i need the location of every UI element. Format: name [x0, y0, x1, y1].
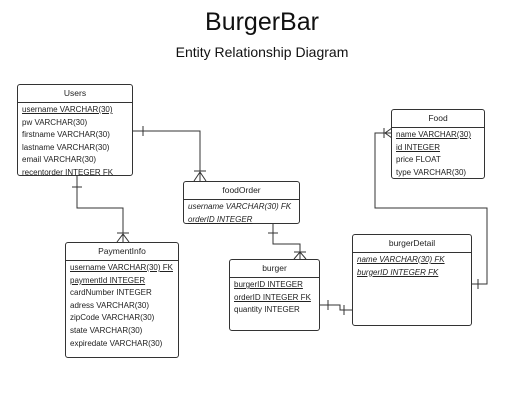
attribute-paymentinfo-expiredate: expiredate VARCHAR(30)	[70, 338, 163, 348]
attribute-food-type: type VARCHAR(30)	[396, 167, 467, 177]
attribute-users-firstname: firstname VARCHAR(30)	[22, 130, 110, 140]
connector-burger-burgerdetail	[320, 304, 353, 311]
connector-users-payment	[76, 176, 124, 242]
connector-food-burgerdetail	[374, 132, 488, 285]
entity-burgerdetail[interactable]: burgerDetail name VARCHAR(30) FK burgerI…	[352, 234, 472, 326]
diagram-subtitle: Entity Relationship Diagram	[175, 44, 349, 60]
entity-users[interactable]: Users username VARCHAR(30) pw VARCHAR(30…	[17, 84, 133, 177]
connector-food-burgerdetail-many-mark	[383, 127, 393, 139]
attribute-food-id: id INTEGER	[396, 142, 441, 152]
attribute-paymentinfo-cardnumber: cardNumber INTEGER	[70, 288, 152, 298]
attribute-burgerdetail-burgerid: burgerID INTEGER FK	[357, 267, 439, 277]
attribute-paymentinfo-paymentid: paymentId INTEGER	[70, 275, 146, 285]
connector-foodorder-burger-many-mark	[293, 251, 307, 260]
attribute-users-username: username VARCHAR(30)	[22, 105, 113, 114]
attribute-users-lastname: lastname VARCHAR(30)	[22, 142, 110, 152]
attribute-paymentinfo-zipcode: zipCode VARCHAR(30)	[70, 313, 155, 323]
attribute-paymentinfo-state: state VARCHAR(30)	[70, 325, 143, 335]
connector-users-foodorder	[133, 130, 201, 181]
entity-burger-name: burger	[230, 260, 319, 278]
entity-food-name: Food	[392, 110, 484, 128]
attribute-burger-burgerid: burgerID INTEGER	[234, 280, 303, 289]
entity-burgerdetail-name: burgerDetail	[353, 235, 471, 253]
attribute-users-pw: pw VARCHAR(30)	[22, 117, 88, 127]
attribute-paymentinfo-adress: adress VARCHAR(30)	[70, 300, 149, 310]
attribute-food-name: name VARCHAR(30)	[396, 130, 471, 139]
diagram-title: BurgerBar	[205, 8, 319, 36]
entity-food[interactable]: Food name VARCHAR(30) id INTEGER price F…	[391, 109, 485, 179]
attribute-users-email: email VARCHAR(30)	[22, 155, 97, 165]
connector-users-payment-many-mark	[116, 232, 130, 243]
connector-foodorder-burger	[272, 224, 301, 259]
entity-paymentinfo[interactable]: PaymentInfo username VARCHAR(30) FK paym…	[65, 242, 179, 358]
attribute-foodorder-orderid: orderID INTEGER	[188, 214, 253, 224]
attribute-food-price: price FLOAT	[396, 155, 441, 165]
entity-users-name: Users	[18, 85, 132, 103]
entity-paymentinfo-name: PaymentInfo	[66, 243, 178, 261]
attribute-users-recentorder: recentorder INTEGER FK	[22, 167, 114, 177]
attribute-burgerdetail-name: name VARCHAR(30) FK	[357, 255, 445, 264]
attribute-foodorder-username: username VARCHAR(30) FK	[188, 202, 292, 211]
entity-foodorder[interactable]: foodOrder username VARCHAR(30) FK orderI…	[183, 181, 300, 224]
entity-foodorder-name: foodOrder	[184, 182, 299, 200]
attribute-paymentinfo-username: username VARCHAR(30) FK	[70, 263, 173, 272]
attribute-burger-quantity: quantity INTEGER	[234, 305, 300, 315]
attribute-burger-orderid: orderID INTEGER FK	[234, 292, 311, 302]
connector-users-foodorder-many-mark	[193, 170, 207, 182]
entity-burger[interactable]: burger burgerID INTEGER orderID INTEGER …	[229, 259, 320, 331]
